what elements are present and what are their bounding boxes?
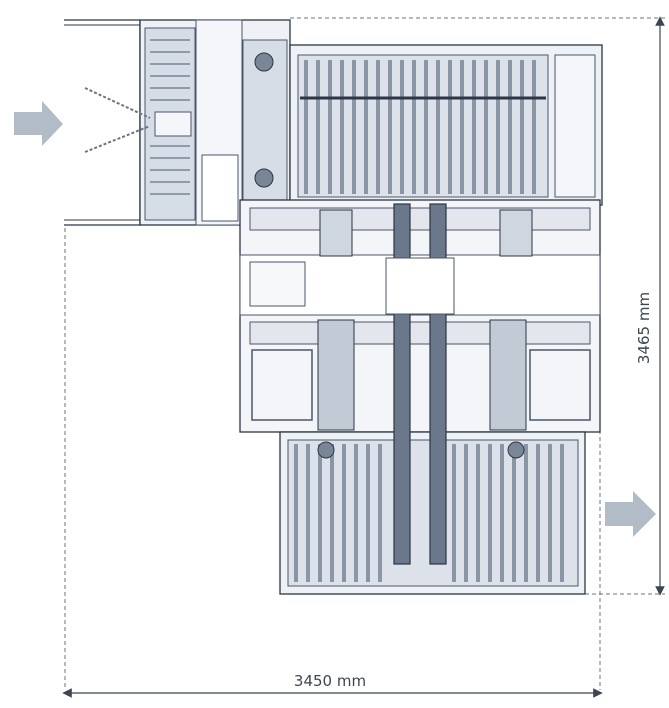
- width-dimension-label: 3450 mm: [294, 672, 366, 690]
- height-dimension-label: 3465 mm: [635, 292, 653, 364]
- central-lift-frame: [239, 199, 601, 433]
- infeed-arrow-icon: [14, 101, 63, 146]
- outfeed-arrow-icon: [605, 491, 656, 537]
- infeed-conveyor: [64, 19, 291, 226]
- upper-roller-conveyor: [289, 44, 603, 206]
- dimension-arrows: [62, 16, 665, 698]
- dimension-lines: [64, 17, 665, 690]
- transfer-forks: [385, 203, 455, 565]
